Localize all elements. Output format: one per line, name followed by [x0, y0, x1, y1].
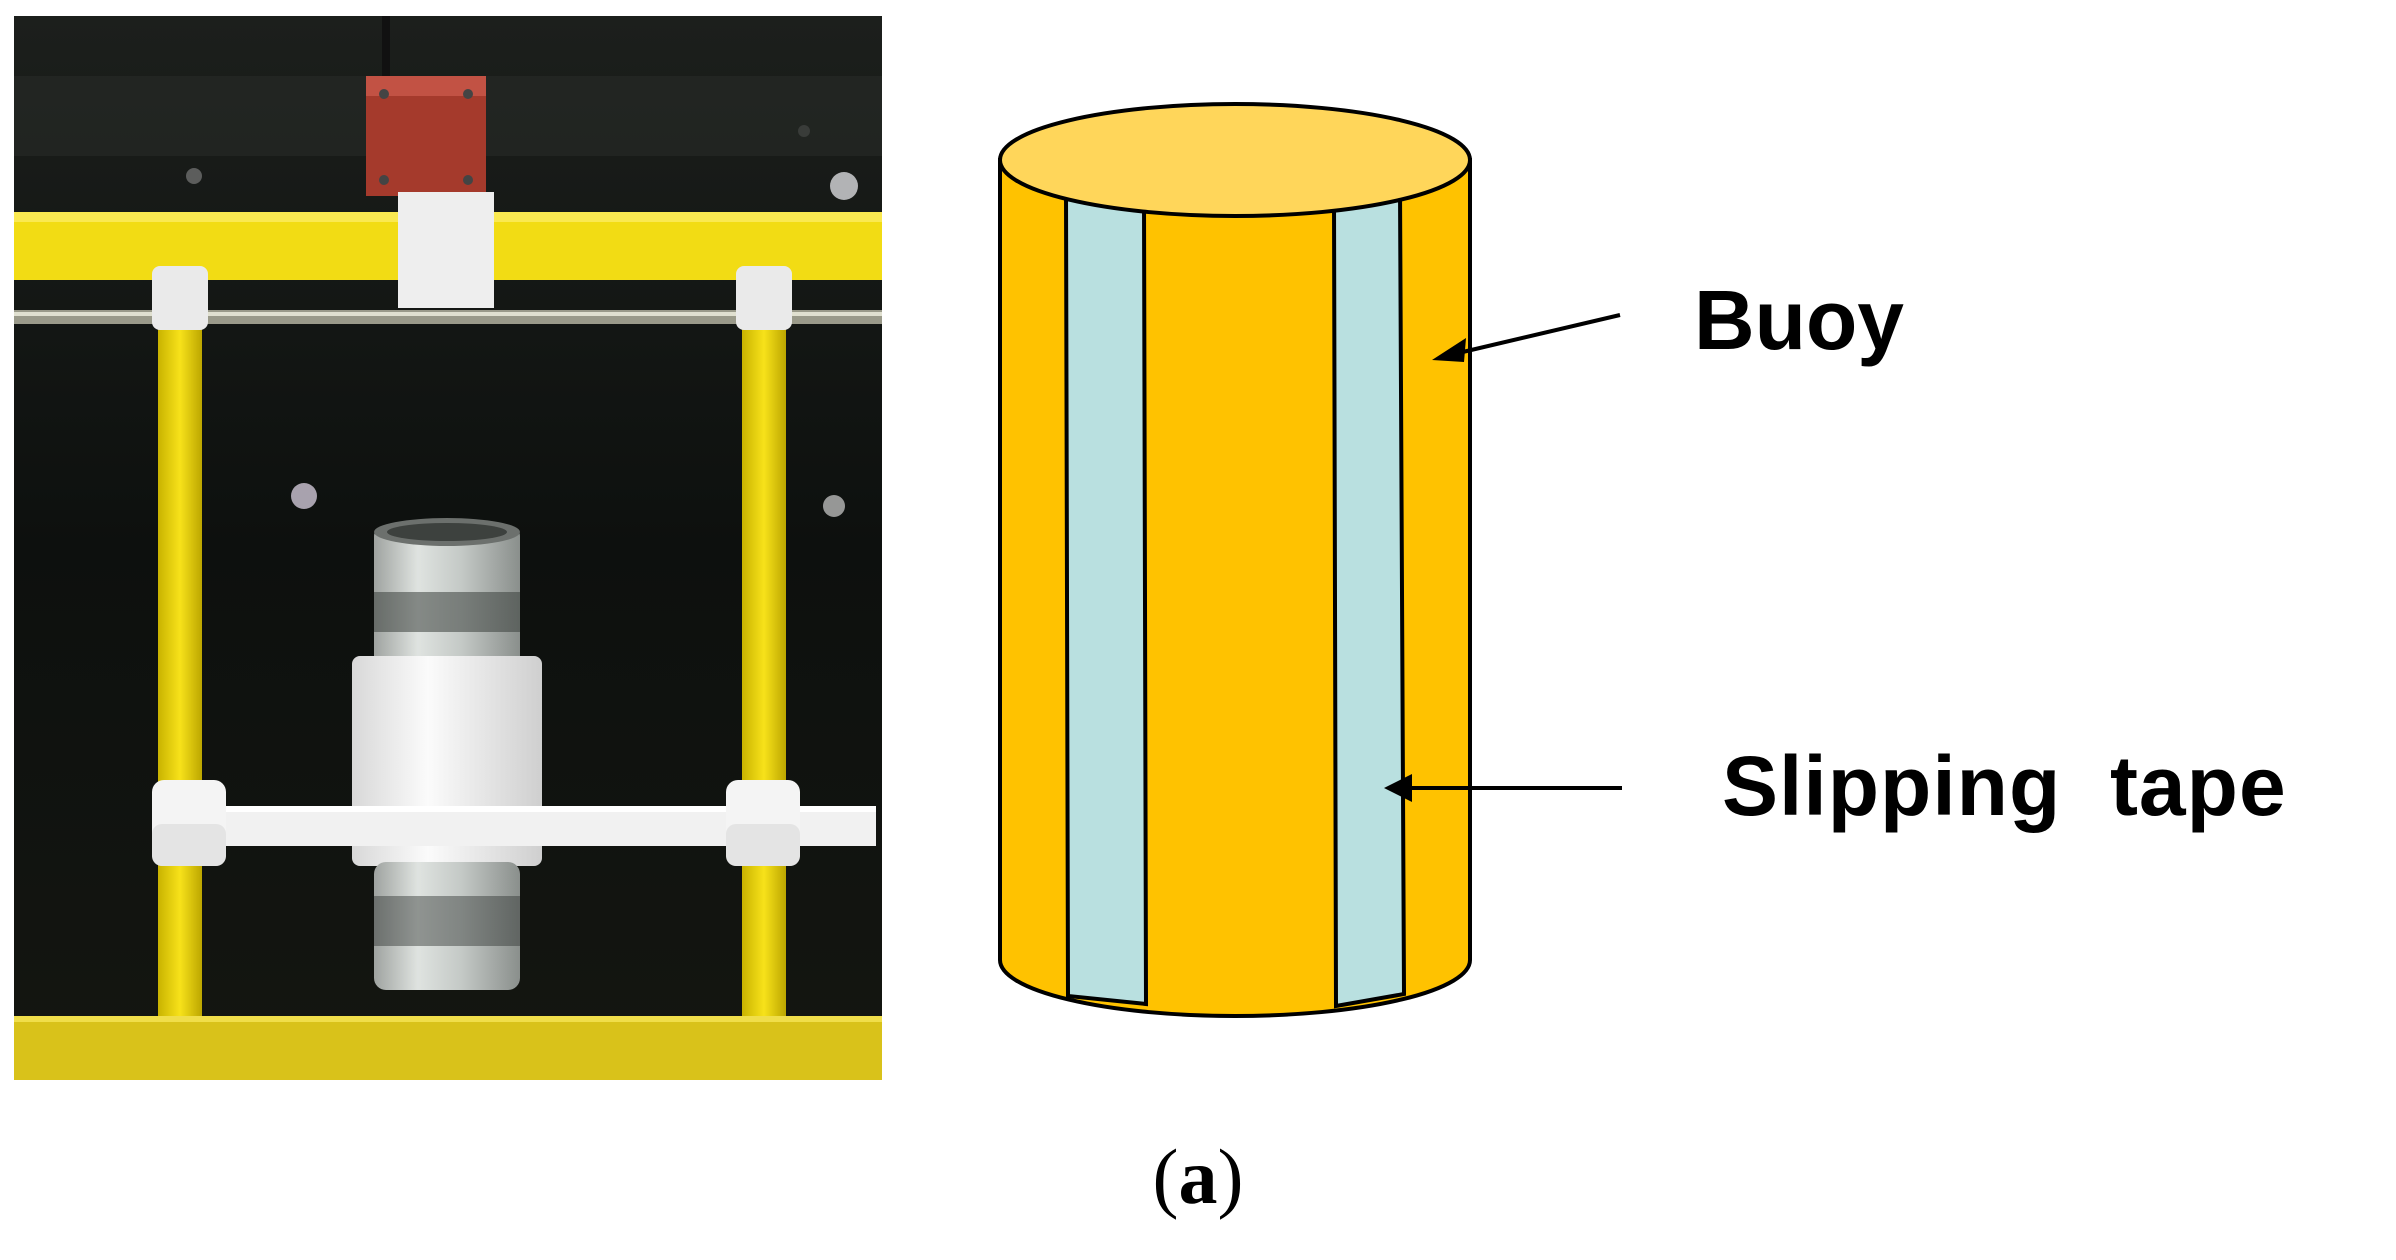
buoy-label: Buoy: [1694, 273, 1904, 367]
buoy-diagram: [998, 102, 1622, 1018]
buoy-arrowhead: [1432, 338, 1466, 362]
buoy-arrow: [1449, 313, 1621, 357]
tape-arrowhead: [1384, 774, 1412, 802]
caption-open-paren: (: [1152, 1133, 1179, 1220]
buoy-top: [998, 102, 1472, 218]
caption-letter: a: [1178, 1133, 1218, 1220]
buoy-photo: [14, 16, 882, 1080]
slipping-tape-right: [1331, 187, 1407, 1009]
slipping-tape-label: Slipping tape: [1722, 739, 2287, 833]
caption-close-paren: ): [1217, 1133, 1244, 1220]
slipping-tape-left: [1063, 189, 1149, 1007]
figure-caption: (a): [0, 1132, 2396, 1222]
